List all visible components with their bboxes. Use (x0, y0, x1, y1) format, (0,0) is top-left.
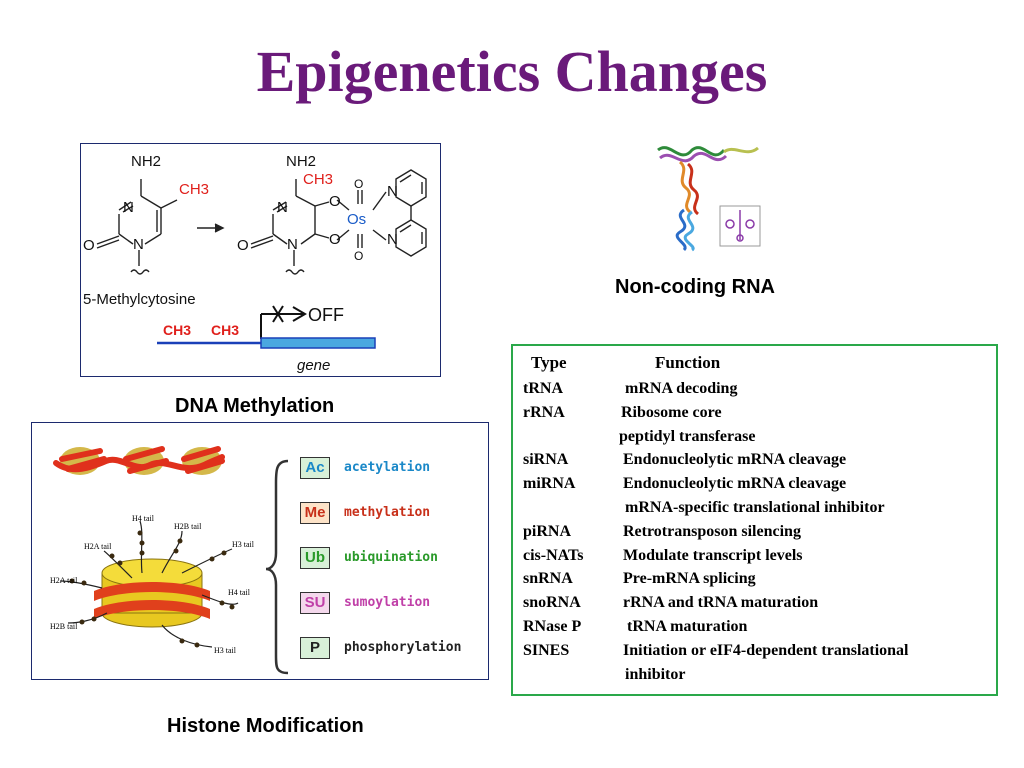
tail-residues (69, 530, 235, 648)
rna-function-cell: Endonucleolytic mRNA cleavage (623, 451, 847, 469)
n-atom-5: N (387, 183, 398, 200)
rna-function-cell: mRNA-specific translational inhibitor (625, 499, 885, 516)
noncoding-rna-caption: Non-coding RNA (615, 276, 775, 298)
grouping-brace (265, 459, 289, 675)
nucleosome-diagram: H4 tail H2B tail H2A tail H3 tail H2A ta… (50, 446, 289, 675)
tail-label: H4 tail (132, 514, 155, 523)
tail-label: H2A tail (84, 542, 112, 551)
rna-function-cell: peptidyl transferase (619, 427, 756, 445)
osmium-label: Os (347, 211, 366, 228)
modification-label: methylation (344, 505, 431, 520)
tail-label: H2B tail (50, 622, 78, 631)
gene-box (260, 337, 376, 349)
modification-label: sumoylation (344, 595, 431, 610)
modification-badge: Ub (300, 547, 330, 569)
rna-function-cell: Endonucleolytic mRNA cleavage (623, 475, 847, 493)
rna-function-cell: Retrotransposon silencing (623, 522, 801, 540)
nh2-label-2: NH2 (286, 153, 316, 170)
nh2-label: NH2 (131, 153, 161, 170)
histone-modification-figure: H4 tail H2B tail H2A tail H3 tail H2A ta… (31, 422, 489, 680)
n-atom-3: N (287, 236, 298, 253)
rna-function-cell: Ribosome core (621, 403, 722, 421)
n-atom: N (133, 236, 144, 253)
modification-label: ubiquination (344, 550, 438, 565)
rna-function-cell: tRNA maturation (627, 618, 748, 635)
rna-type-cell: tRNA (523, 380, 563, 397)
rna-type-cell: snRNA (523, 570, 573, 588)
rna-function-cell: rRNA and tRNA maturation (623, 594, 819, 612)
modification-badge: P (300, 637, 330, 659)
table-header-type: Type (531, 353, 567, 372)
o-atom-3: O (329, 193, 341, 210)
histone-modification-caption: Histone Modification (167, 715, 364, 737)
o-atom-2: O (237, 237, 249, 254)
rna-type-cell: miRNA (523, 475, 576, 493)
o-atom-6: O (354, 249, 363, 263)
modification-badge: Ac (300, 457, 330, 479)
dna-methylation-figure: NH2 NH2 N N O N N O O O O O N N CH3 CH3 … (80, 143, 441, 377)
trna-structure-image (657, 146, 761, 252)
nucleosome-core (94, 558, 210, 628)
o-atom: O (83, 237, 95, 254)
page-title: Epigenetics Changes (256, 39, 768, 104)
chromatin-strip (53, 446, 225, 475)
rna-type-cell: rRNA (523, 403, 565, 421)
rna-type-cell: siRNA (523, 451, 569, 469)
table-header-function: Function (655, 353, 721, 372)
tail-label: H2B tail (174, 522, 202, 531)
noncoding-rna-table: Type Function tRNA mRNA decoding rRNA Ribos… (511, 344, 998, 696)
tail-label: H2A tail (50, 576, 78, 585)
modification-label: acetylation (344, 460, 431, 475)
compound-label: 5-Methylcytosine (83, 291, 196, 308)
rna-type-cell: cis-NATs (523, 546, 584, 564)
tail-label: H4 tail (228, 588, 251, 597)
o-atom-5: O (354, 177, 363, 191)
o-atom-4: O (329, 231, 341, 248)
rna-function-cell: mRNA decoding (625, 380, 738, 397)
gene-label: gene (297, 357, 330, 374)
modification-badge: Me (300, 502, 330, 524)
rna-type-cell: snoRNA (523, 594, 581, 612)
rna-function-cell: inhibitor (625, 665, 686, 683)
rna-type-cell: piRNA (523, 522, 572, 540)
dna-methylation-caption: DNA Methylation (175, 395, 335, 417)
modification-badge: SU (300, 592, 330, 614)
tail-label: H3 tail (232, 540, 255, 549)
ch3-mark-2: CH3 (211, 322, 239, 338)
rna-function-cell: Pre-mRNA splicing (623, 570, 756, 588)
n-atom-2: N (123, 199, 134, 216)
rna-function-cell: Initiation or eIF4-dependent translation… (623, 641, 909, 659)
ch3-mark: CH3 (163, 322, 191, 338)
rna-type-cell: SINES (523, 641, 570, 659)
modification-label: phosphorylation (344, 640, 462, 655)
methylation-chemical-diagram: NH2 NH2 N N O N N O O O O O N N CH3 CH3 … (83, 153, 427, 374)
n-atom-6: N (387, 231, 398, 248)
ch3-label: CH3 (179, 181, 209, 198)
rna-type-cell: RNase P (523, 618, 582, 635)
off-label: OFF (308, 305, 344, 325)
ch3-label-2: CH3 (303, 171, 333, 188)
tail-label: H3 tail (214, 646, 237, 655)
rna-function-cell: Modulate transcript levels (623, 546, 803, 564)
n-atom-4: N (277, 199, 288, 216)
